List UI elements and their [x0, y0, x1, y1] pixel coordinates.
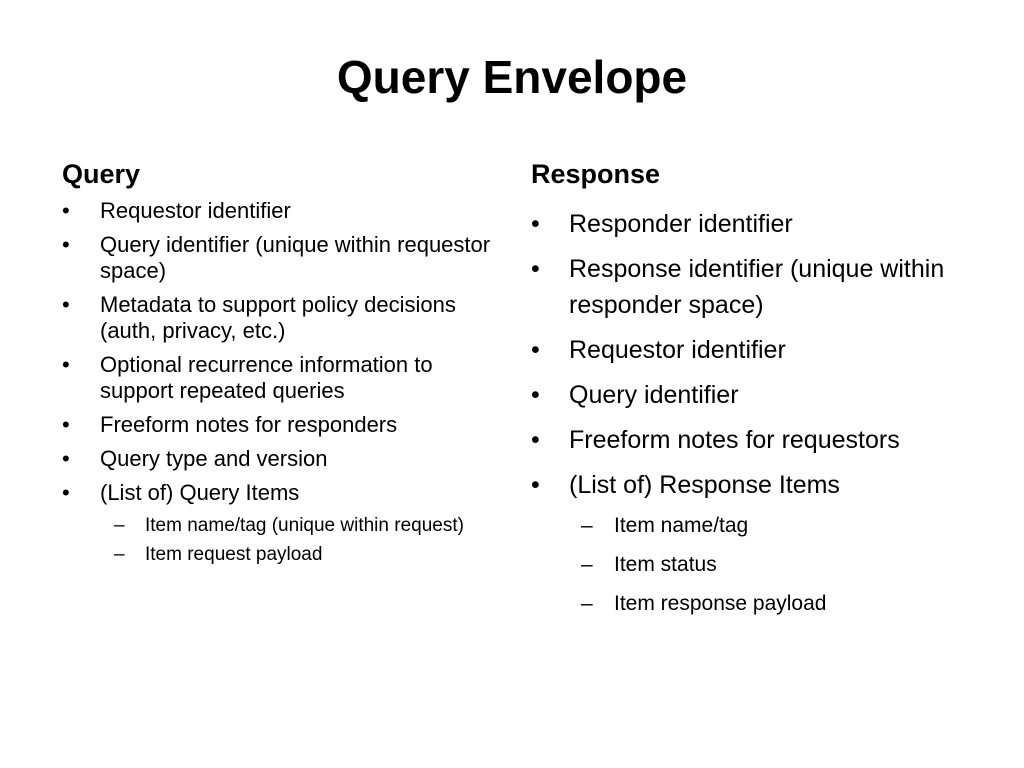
bullet-icon: •: [531, 255, 540, 283]
sub-bullet-item: –Item name/tag (unique within request): [62, 514, 492, 537]
bullet-text: (List of) Query Items: [100, 480, 300, 505]
bullet-text: Query identifier (unique within requesto…: [100, 232, 491, 283]
bullet-item: • (List of) Query Items: [62, 480, 492, 506]
bullet-item: • Query type and version: [62, 446, 492, 472]
sub-bullet-item: –Item request payload: [62, 543, 492, 566]
bullet-icon: •: [531, 471, 540, 499]
slide-title: Query Envelope: [336, 51, 688, 103]
bullet-text: Item response payload: [614, 592, 827, 615]
bullet-icon: •: [62, 446, 70, 471]
bullet-item: • Freeform notes for responders: [62, 412, 492, 438]
bullet-text: Query type and version: [100, 446, 328, 471]
bullet-text: Optional recurrence information to suppo…: [100, 352, 433, 403]
bullet-text: Item status: [614, 553, 717, 576]
dash-icon: –: [114, 544, 125, 565]
bullet-icon: •: [62, 412, 70, 437]
dash-icon: –: [581, 514, 593, 537]
response-bullet-list: • Responder identifier • Response identifie…: [531, 206, 971, 618]
dash-icon: –: [114, 515, 125, 536]
bullet-icon: •: [531, 336, 540, 364]
bullet-item: • Freeform notes for requestors: [531, 422, 971, 458]
query-heading: Query: [62, 159, 141, 189]
bullet-icon: •: [531, 210, 540, 238]
bullet-text: Responder identifier: [569, 210, 793, 238]
sub-bullet-item: –Item status: [531, 551, 971, 579]
bullet-icon: •: [62, 352, 70, 377]
bullet-text: Query identifier: [569, 381, 739, 409]
bullet-text: Item name/tag (unique within request): [145, 515, 464, 536]
bullet-icon: •: [531, 426, 540, 454]
response-heading: Response: [531, 159, 661, 189]
bullet-text: Requestor identifier: [100, 198, 291, 223]
bullet-text: Freeform notes for requestors: [569, 426, 900, 454]
bullet-item: • Query identifier: [531, 377, 971, 413]
bullet-text: Metadata to support policy decisions (au…: [100, 292, 456, 343]
bullet-icon: •: [531, 381, 540, 409]
bullet-icon: •: [62, 480, 70, 505]
bullet-item: • Optional recurrence information to supp…: [62, 352, 492, 404]
bullet-icon: •: [62, 292, 70, 317]
dash-icon: –: [581, 553, 593, 576]
response-column: Response • Responder identifier • Response …: [531, 152, 971, 629]
bullet-text: Item name/tag: [614, 514, 749, 537]
bullet-icon: •: [62, 232, 70, 257]
bullet-item: • Responder identifier: [531, 206, 971, 242]
query-bullet-list: • Requestor identifier • Query identifier (…: [62, 198, 492, 566]
bullet-text: (List of) Response Items: [569, 471, 840, 499]
sub-bullet-item: –Item response payload: [531, 590, 971, 618]
bullet-text: Response identifier (unique within respo…: [569, 255, 945, 319]
bullet-text: Requestor identifier: [569, 336, 786, 364]
bullet-item: • (List of) Response Items: [531, 467, 971, 503]
bullet-item: • Query identifier (unique within request…: [62, 232, 492, 284]
bullet-text: Freeform notes for responders: [100, 412, 398, 437]
bullet-text: Item request payload: [145, 544, 323, 565]
bullet-icon: •: [62, 198, 70, 223]
dash-icon: –: [581, 592, 593, 615]
bullet-item: • Response identifier (unique within resp…: [531, 251, 971, 323]
bullet-item: • Metadata to support policy decisions (a…: [62, 292, 492, 344]
query-column: Query • Requestor identifier • Query identi…: [62, 152, 492, 572]
bullet-item: • Requestor identifier: [531, 332, 971, 368]
bullet-item: • Requestor identifier: [62, 198, 492, 224]
sub-bullet-item: –Item name/tag: [531, 512, 971, 540]
